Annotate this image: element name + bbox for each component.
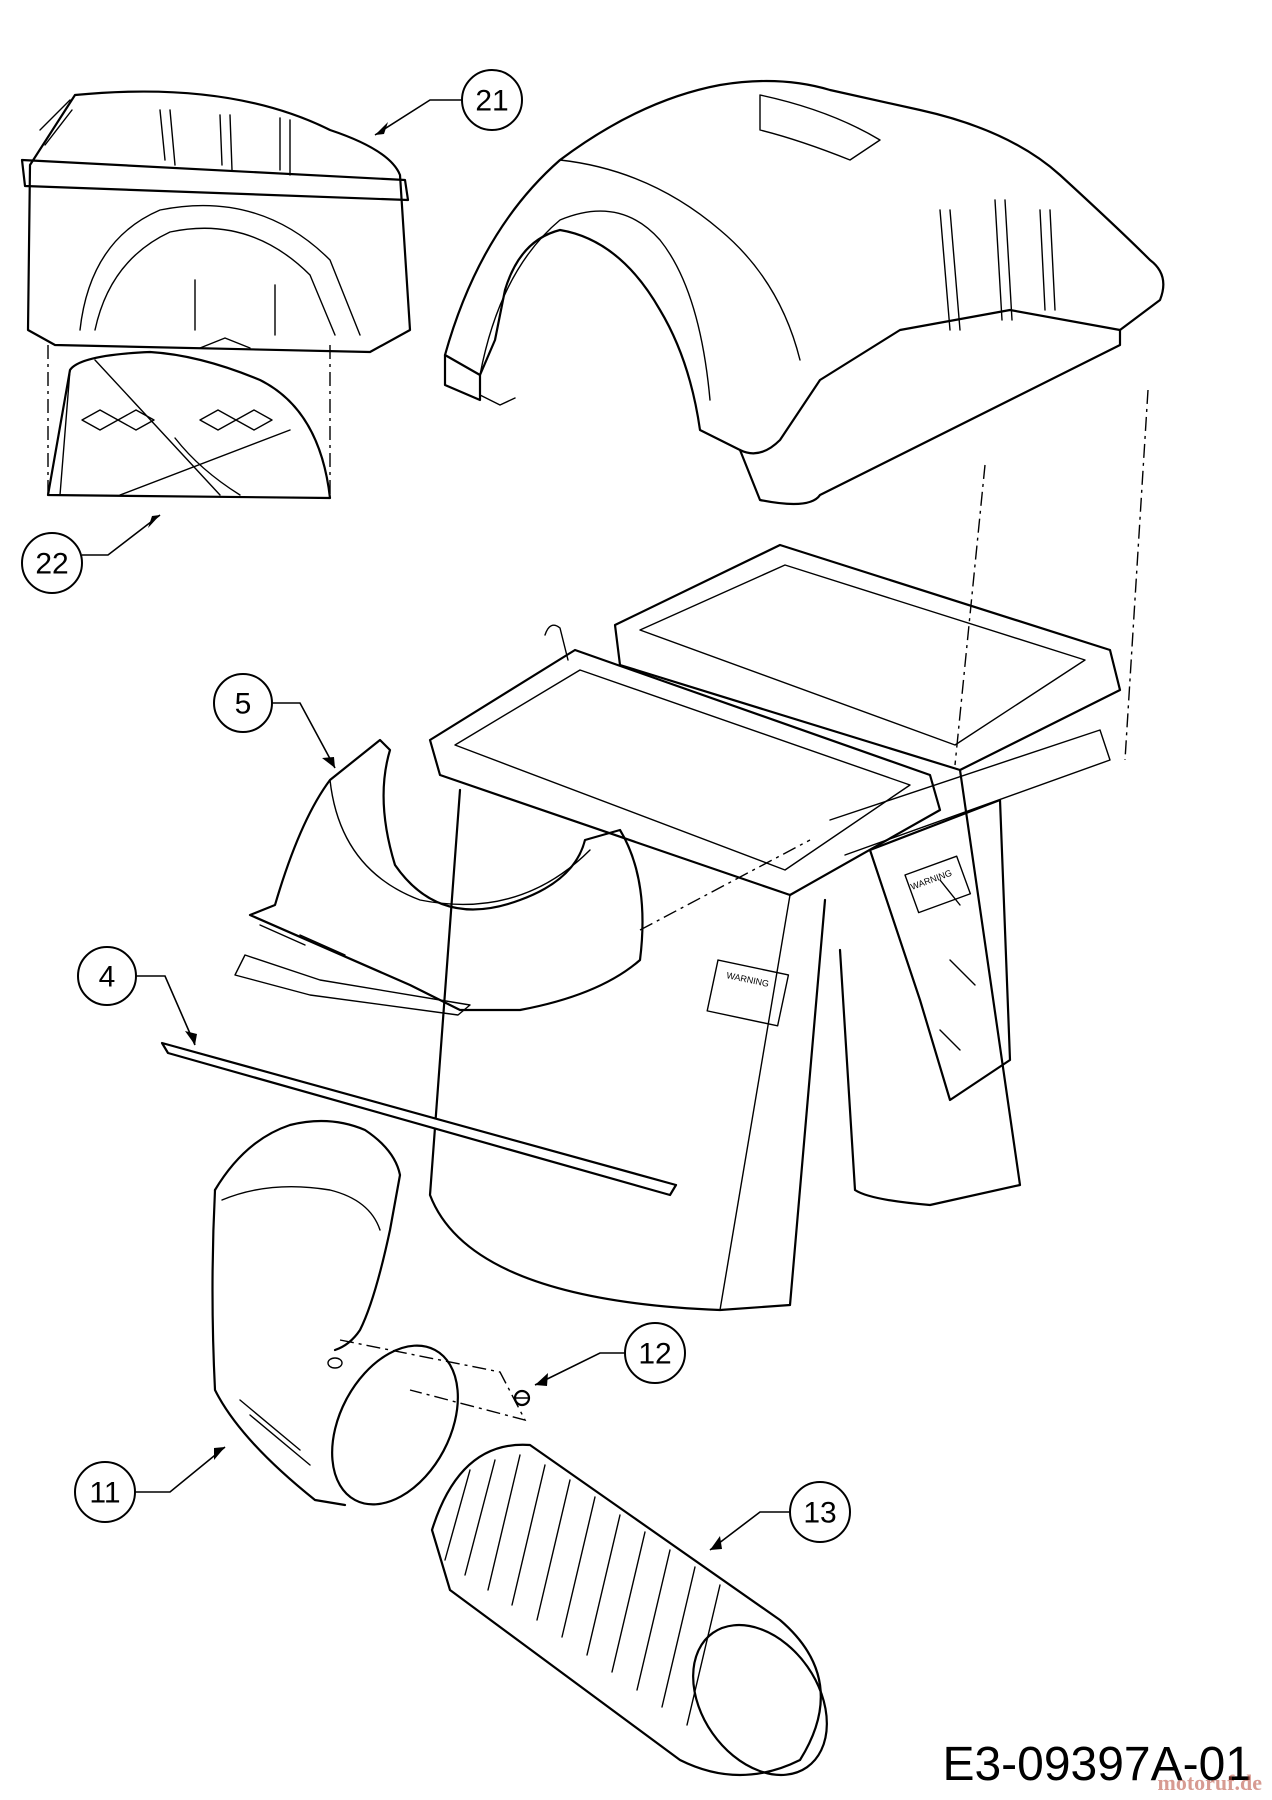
callout-4-label: 4 bbox=[99, 961, 116, 994]
callout-4: 4 bbox=[77, 946, 197, 1046]
grass-bag-cover bbox=[443, 79, 1165, 506]
callout-13: 13 bbox=[709, 1481, 851, 1551]
callout-12-label: 12 bbox=[638, 1338, 671, 1371]
part-11-elbow-tube bbox=[211, 1119, 527, 1507]
callout-21: 21 bbox=[374, 69, 523, 136]
callout-22: 22 bbox=[21, 514, 161, 594]
assembly-lines bbox=[639, 389, 1149, 931]
callout-22-label: 22 bbox=[35, 548, 68, 581]
drawing-code-label: E3-09397A-01 bbox=[942, 1738, 1252, 1791]
part-21-small-cover bbox=[20, 90, 412, 354]
callout-5: 5 bbox=[213, 673, 336, 769]
part-5-chute bbox=[234, 738, 644, 1016]
callout-12: 12 bbox=[534, 1322, 686, 1386]
callout-11-label: 11 bbox=[89, 1477, 120, 1510]
part-12-screw bbox=[513, 1389, 531, 1407]
part-13-hose bbox=[430, 1443, 828, 1777]
part-22-deflector bbox=[46, 345, 332, 500]
watermark-logo: motoruf.de bbox=[1157, 1770, 1262, 1795]
part-4-rod bbox=[160, 1041, 678, 1197]
decal-warning-front: WARNING bbox=[726, 970, 770, 989]
callout-11: 11 bbox=[74, 1446, 226, 1523]
grass-bag-container: WARNING WARNING bbox=[428, 543, 1122, 1312]
callout-5-label: 5 bbox=[235, 688, 252, 721]
callout-21-label: 21 bbox=[475, 85, 508, 118]
callout-13-label: 13 bbox=[803, 1497, 836, 1530]
